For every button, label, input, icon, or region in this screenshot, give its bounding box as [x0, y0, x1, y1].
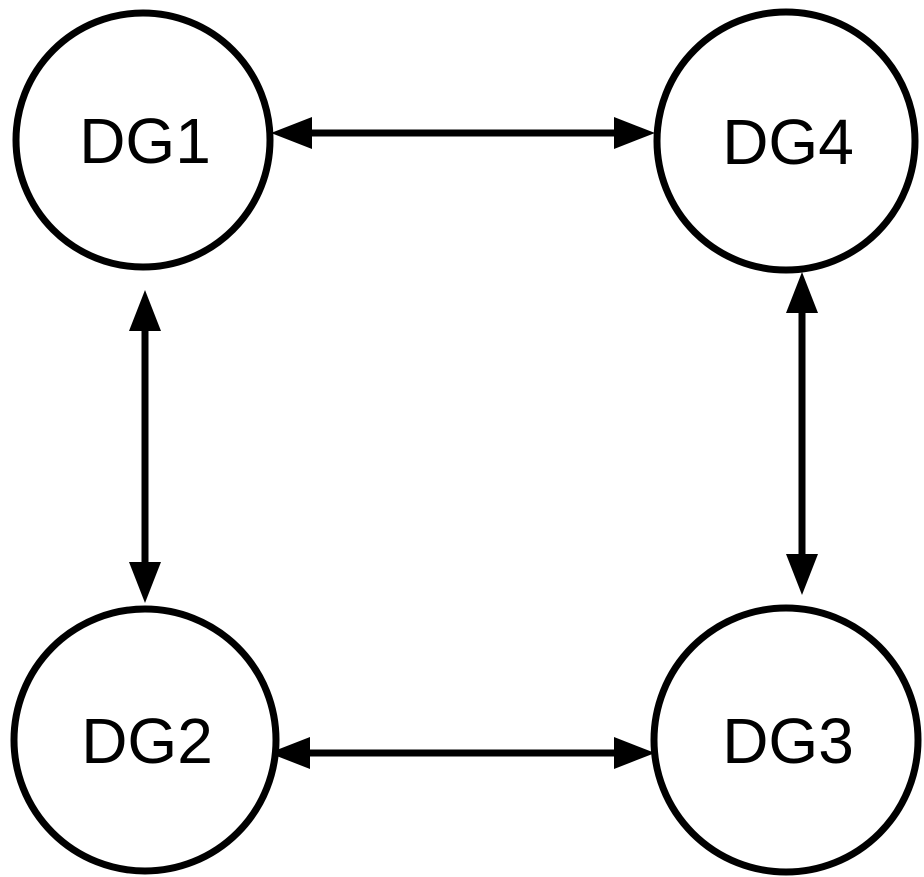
arrowhead-left-icon: [269, 737, 310, 769]
edge-dg2-dg3: [269, 737, 655, 769]
node-dg4-label: DG4: [722, 106, 854, 178]
node-dg1-label: DG1: [79, 105, 211, 177]
node-dg2: DG2: [10, 605, 280, 875]
node-dg2-label: DG2: [81, 705, 213, 777]
arrowhead-down-icon: [786, 554, 818, 595]
edge-dg1-dg2: [129, 290, 161, 603]
arrowhead-up-icon: [129, 290, 161, 331]
arrowhead-left-icon: [271, 117, 312, 149]
arrowhead-right-icon: [614, 117, 655, 149]
arrowhead-up-icon: [786, 272, 818, 313]
edge-dg1-dg4: [271, 117, 655, 149]
arrowhead-down-icon: [129, 562, 161, 603]
node-dg3: DG3: [650, 604, 922, 876]
node-dg4: DG4: [653, 8, 919, 274]
edge-dg4-dg3: [786, 272, 818, 595]
node-dg1: DG1: [12, 9, 274, 271]
arrowhead-right-icon: [614, 737, 655, 769]
node-dg3-label: DG3: [722, 705, 854, 777]
